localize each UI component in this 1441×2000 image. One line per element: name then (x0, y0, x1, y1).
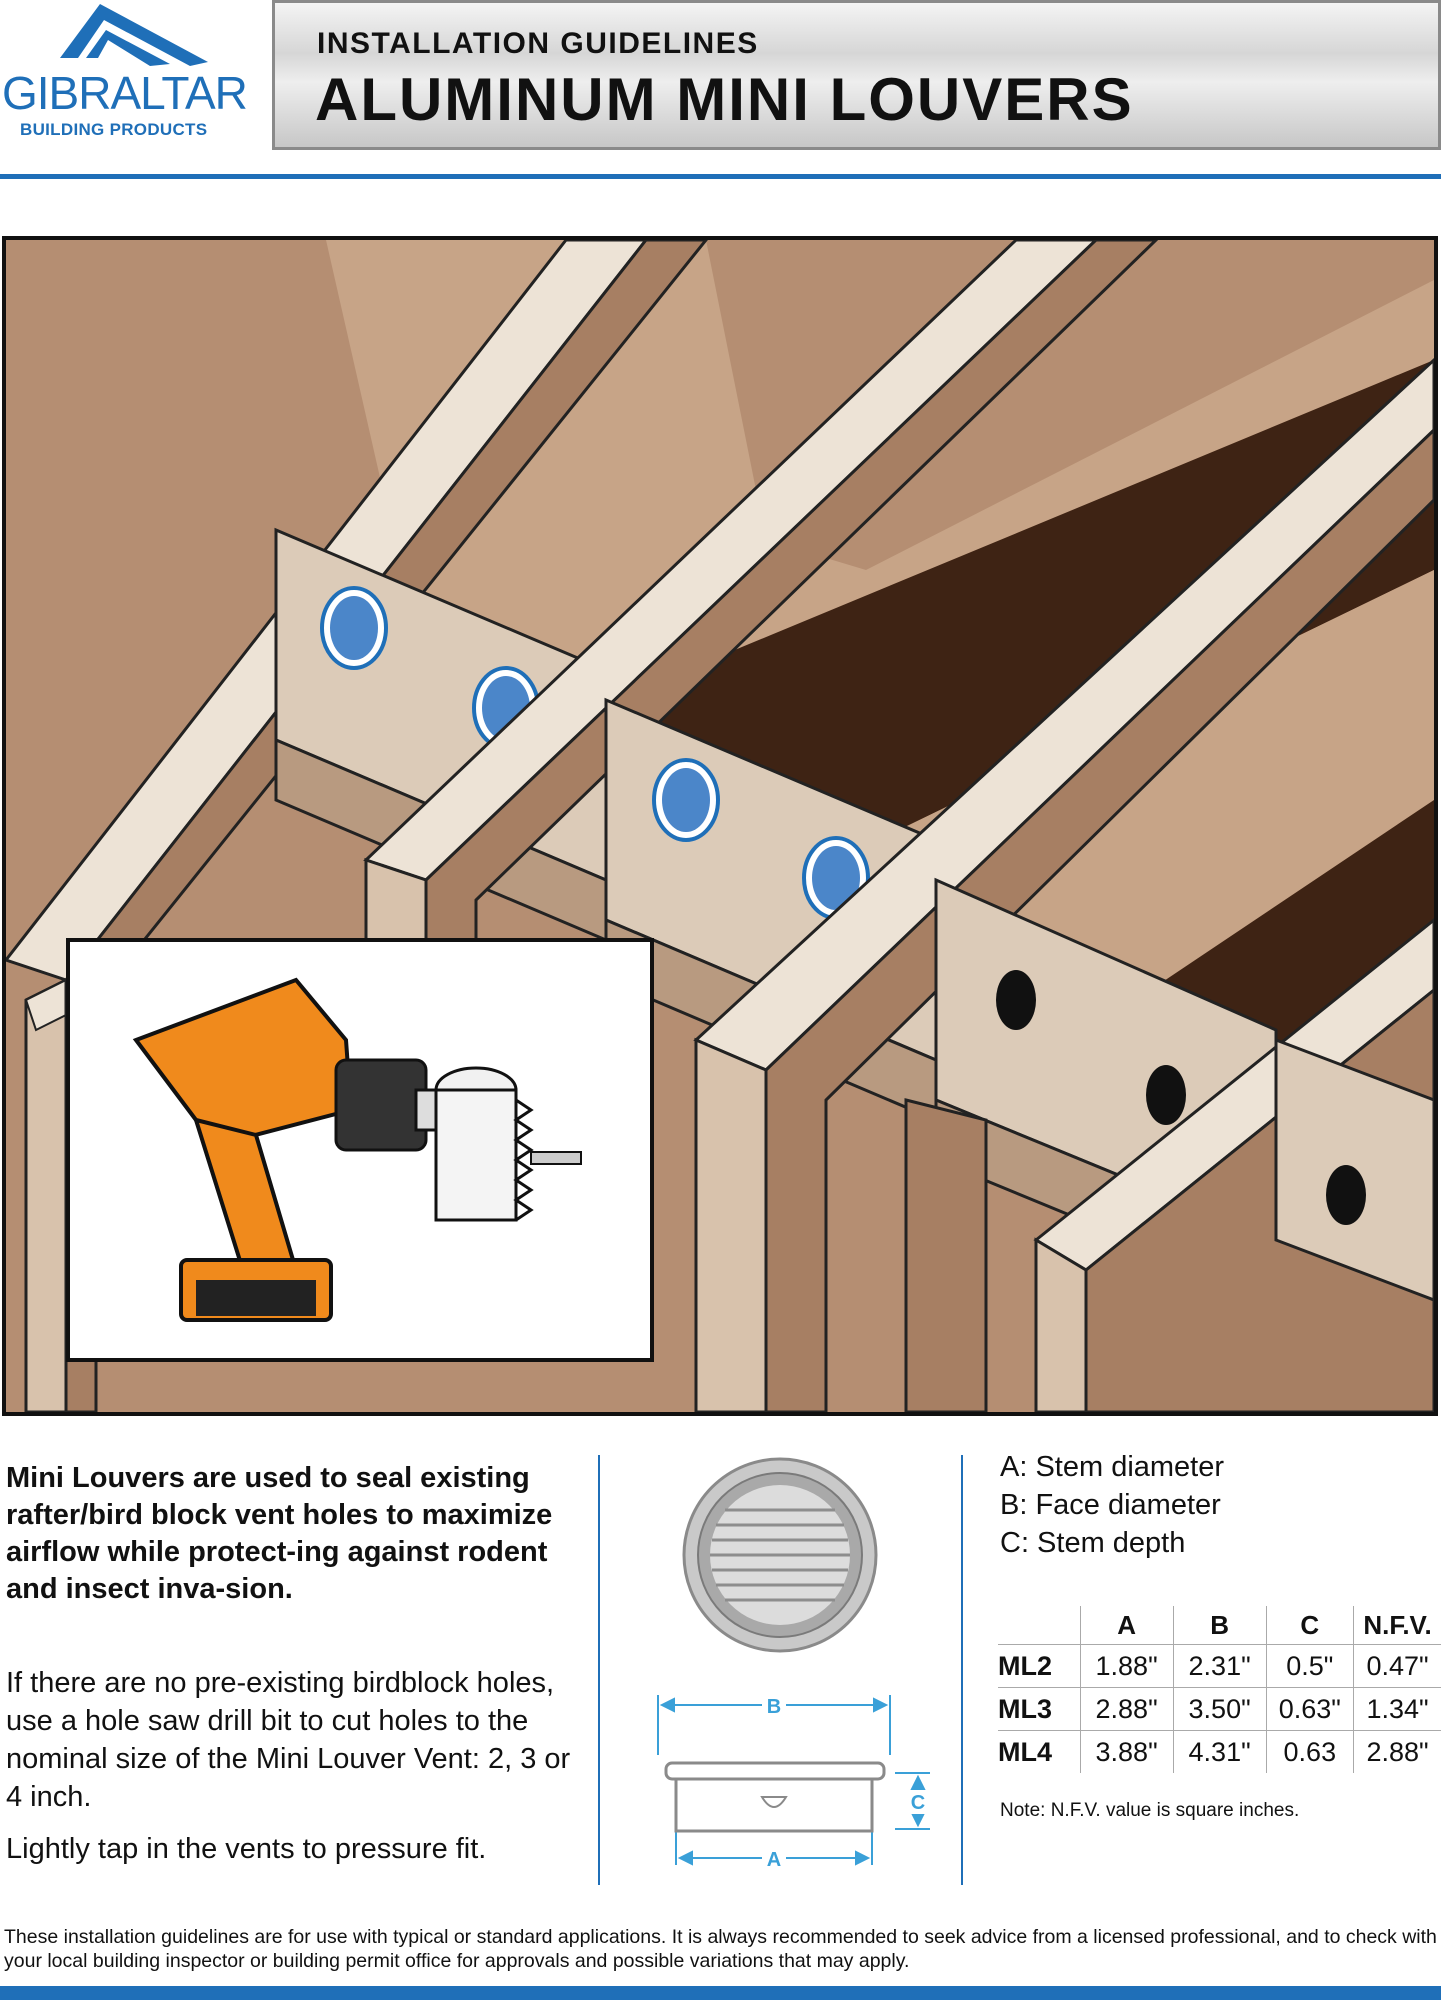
brand-logo: GIBRALTAR BUILDING PRODUCTS (0, 0, 248, 150)
table-cell: 3.50" (1172, 1687, 1267, 1731)
doc-subtitle: INSTALLATION GUIDELINES (317, 27, 759, 60)
roof-framing-illustration (2, 236, 1438, 1416)
table-cell: 3.88" (1079, 1730, 1174, 1773)
mini-louver-product-icon (682, 1457, 878, 1653)
column-header: A (1079, 1606, 1174, 1645)
table-row: ML2 1.88" 2.31" 0.5" 0.47" (998, 1644, 1441, 1688)
table-cell: 0.47" (1353, 1644, 1441, 1688)
table-cell: 0.63 (1265, 1730, 1354, 1773)
table-note: Note: N.F.V. value is square inches. (1000, 1800, 1300, 1821)
disclaimer: These installation guidelines are for us… (4, 1926, 1437, 1972)
table-cell: 2.88" (1353, 1730, 1441, 1773)
spec-table: A B C N.F.V. ML2 1.88" 2.31" 0.5" 0.47" … (998, 1606, 1441, 1773)
table-cell: 1.34" (1353, 1687, 1441, 1731)
table-header-row: A B C N.F.V. (998, 1606, 1441, 1645)
louver-dimension-diagram: B A C (657, 1457, 930, 1871)
intro-summary: Mini Louvers are used to seal existing r… (6, 1462, 553, 1605)
drill-hole-icon (996, 970, 1186, 1125)
table-row: ML3 2.88" 3.50" 0.63" 1.34" (998, 1687, 1441, 1731)
drill-hole-icon (1326, 1165, 1366, 1225)
footer-bar (0, 1986, 1441, 2000)
model-cell: ML3 (998, 1687, 1081, 1731)
legend-b: B: Face diameter (1000, 1489, 1221, 1521)
table-cell: 2.88" (1079, 1687, 1174, 1731)
hole-saw-icon (434, 1066, 582, 1222)
column-divider (961, 1455, 963, 1885)
table-cell: 0.63" (1265, 1687, 1354, 1731)
brand-name: GIBRALTAR (2, 67, 248, 119)
column-header: B (1172, 1606, 1267, 1645)
legend-a: A: Stem diameter (1000, 1451, 1225, 1483)
table-cell: 1.88" (1079, 1644, 1174, 1688)
mini-louver-vent-icon (652, 758, 870, 920)
table-cell: 2.31" (1172, 1644, 1267, 1688)
table-row: ML4 3.88" 4.31" 0.63 2.88" (998, 1730, 1441, 1773)
title-plate: INSTALLATION GUIDELINES ALUMINUM MINI LO… (272, 0, 1441, 150)
roof-logo-icon (60, 4, 208, 66)
label-c: C (911, 1792, 925, 1814)
model-cell: ML2 (998, 1644, 1081, 1688)
intro-instructions: If there are no pre-existing birdblock h… (6, 1667, 571, 1813)
intro-fit-note: Lightly tap in the vents to pressure fit… (6, 1833, 487, 1865)
model-cell: ML4 (998, 1736, 1052, 1767)
framing-scene (6, 240, 1434, 1412)
column-header: C (1265, 1606, 1354, 1645)
legend-c: C: Stem depth (1000, 1527, 1186, 1559)
doc-title: ALUMINUM MINI LOUVERS (315, 66, 1134, 133)
column-divider (598, 1455, 600, 1885)
cordless-drill-icon (132, 977, 448, 1322)
label-a: A (767, 1849, 781, 1871)
drill-inset (66, 938, 654, 1362)
label-b: B (767, 1696, 781, 1718)
table-cell: 4.31" (1172, 1730, 1267, 1773)
table-cell: 0.5" (1265, 1644, 1354, 1688)
header-divider (0, 174, 1441, 179)
column-header: N.F.V. (1353, 1606, 1441, 1645)
table-corner (998, 1606, 1081, 1645)
brand-subtitle: BUILDING PRODUCTS (20, 120, 208, 139)
